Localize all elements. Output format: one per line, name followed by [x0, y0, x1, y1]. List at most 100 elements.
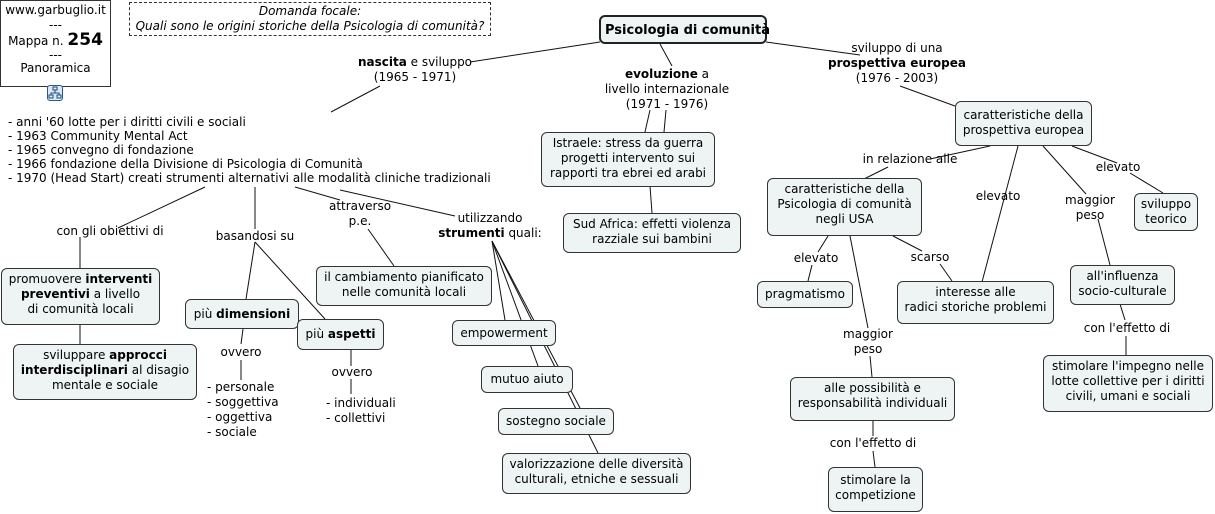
competizione-line: stimolare la — [840, 473, 911, 487]
label-con-effetto-europea: con l'effetto di — [1083, 321, 1171, 335]
dimensioni-bold: dimensioni — [216, 307, 291, 321]
separator: --- — [49, 18, 62, 32]
sudafrica-line: razziale sui bambini — [592, 232, 712, 246]
istraele-line: progetti intervento sui — [560, 151, 696, 165]
nascita-years: (1965 - 1971) — [373, 70, 457, 84]
dimensioni-pre: più — [193, 307, 217, 321]
node-cambiamento[interactable]: il cambiamento pianificato nelle comunit… — [316, 266, 492, 306]
maggior-text: maggior — [843, 327, 893, 341]
sviluppare-bold: approcci — [109, 348, 167, 362]
possibilita-line: alle possibilità e — [824, 381, 921, 395]
site-link[interactable]: www.garbuglio.it — [5, 3, 106, 17]
sostegno-label: sostegno sociale — [506, 414, 606, 428]
sviluppare-post: al disagio — [127, 363, 190, 377]
node-sviluppo-teorico[interactable]: sviluppo teorico — [1134, 193, 1198, 231]
aspetti-pre: più — [305, 327, 328, 341]
dimensioni-item: - soggettiva — [207, 395, 279, 409]
sviluppare-bold2: interdisciplinari — [20, 363, 128, 377]
aspetti-item: - collettivi — [326, 411, 386, 425]
map-number: Mappa n. 254 — [1, 30, 110, 50]
node-aspetti[interactable]: più aspetti — [297, 319, 384, 350]
node-caratteristiche-usa[interactable]: caratteristiche della Psicologia di comu… — [767, 178, 922, 236]
node-competizione[interactable]: stimolare la competizione — [828, 467, 923, 512]
evoluzione-line2: livello internazionale — [604, 82, 730, 96]
promuovere-pre: promuovere — [8, 272, 86, 286]
sviluppo-years: (1976 - 2003) — [855, 71, 939, 85]
sviluppo-teorico-line: sviluppo — [1140, 197, 1192, 211]
root-node[interactable]: Psicologia di comunità — [599, 15, 771, 44]
utilizzando-text: utilizzando — [457, 211, 523, 225]
sviluppo-bold: prospettiva europea — [828, 56, 966, 70]
istraele-line: rapporti tra ebrei ed arabi — [549, 166, 707, 180]
aspetti-item: - individuali — [326, 396, 396, 410]
focal-title: Domanda focale: — [258, 4, 362, 18]
label-nascita: nascita e sviluppo (1965 - 1971) — [340, 55, 490, 85]
focal-question-text: Quali sono le origini storiche della Psi… — [135, 19, 485, 33]
node-caratteristiche-europea[interactable]: caratteristiche della prospettiva europe… — [955, 101, 1092, 146]
node-mutuo-aiuto[interactable]: mutuo aiuto — [481, 366, 573, 393]
node-pragmatismo[interactable]: pragmatismo — [757, 281, 853, 308]
node-valorizzazione[interactable]: valorizzazione delle diversità culturali… — [502, 453, 691, 494]
valorizzazione-line: valorizzazione delle diversità — [509, 457, 684, 471]
car-usa-line: Psicologia di comunità — [777, 197, 912, 211]
maggior-text: maggior — [1065, 193, 1115, 207]
node-dimensioni[interactable]: più dimensioni — [185, 299, 299, 329]
promuovere-bold: interventi — [85, 272, 153, 286]
node-impegno[interactable]: stimolare l'impegno nelle lotte colletti… — [1043, 355, 1213, 412]
panoramica-link[interactable]: Panoramica — [20, 61, 91, 75]
label-maggior-peso-usa: maggior peso — [833, 327, 903, 357]
label-con-effetto-usa: con l'effetto di — [829, 436, 917, 450]
quali-text: quali: — [504, 226, 542, 240]
map-number-label: Mappa n. — [8, 34, 64, 48]
sviluppare-pre: sviluppare — [43, 348, 110, 362]
history-item: - anni '60 lotte per i diritti civili e … — [8, 115, 246, 129]
node-empowerment[interactable]: empowerment — [452, 320, 556, 346]
peso-text: peso — [1075, 208, 1105, 222]
interesse-line: interesse alle — [935, 285, 1016, 299]
label-in-relazione: in relazione alle — [862, 152, 958, 166]
label-con-obiettivi: con gli obiettivi di — [56, 224, 164, 238]
nascita-bold: nascita — [357, 55, 407, 69]
map-icon[interactable] — [47, 85, 63, 101]
interesse-line: radici storiche problemi — [904, 300, 1047, 314]
promuovere-post: a livello — [89, 287, 141, 301]
node-possibilita[interactable]: alle possibilità e responsabilità indivi… — [790, 377, 955, 421]
influenza-line: socio-culturale — [1078, 284, 1167, 298]
node-istraele[interactable]: Istraele: stress da guerra progetti inte… — [541, 132, 715, 187]
evoluzione-bold: evoluzione — [624, 67, 698, 81]
dimensioni-item: - sociale — [207, 425, 257, 439]
car-europea-line: caratteristiche della — [963, 108, 1084, 122]
impegno-line: stimolare l'impegno nelle — [1052, 359, 1204, 373]
peso-text: peso — [853, 342, 883, 356]
map-number-value: 254 — [67, 30, 103, 50]
root-label: Psicologia di comunità — [605, 23, 771, 38]
label-ovvero-dimensioni: ovvero — [220, 345, 262, 359]
strumenti-bold: strumenti — [438, 226, 505, 240]
node-sviluppare[interactable]: sviluppare approcci interdisciplinari al… — [13, 344, 197, 400]
car-usa-line: caratteristiche della — [784, 182, 905, 196]
evoluzione-years: (1971 - 1976) — [625, 97, 709, 111]
aspetti-bold: aspetti — [327, 327, 376, 341]
node-interesse[interactable]: interesse alle radici storiche problemi — [897, 281, 1054, 324]
evoluzione-rest: a — [697, 67, 710, 81]
history-item: - 1963 Community Mental Act — [8, 129, 188, 143]
cambiamento-line: il cambiamento pianificato — [324, 270, 484, 284]
label-elevato-destra: elevato — [1095, 160, 1141, 174]
focal-question: Domanda focale: Quali sono le origini st… — [129, 2, 491, 36]
node-influenza[interactable]: all'influenza socio-culturale — [1070, 265, 1175, 305]
sviluppo-teorico-line: teorico — [1145, 212, 1187, 226]
pe-text: p.e. — [348, 214, 372, 228]
node-sudafrica[interactable]: Sud Africa: effetti violenza razziale su… — [563, 213, 741, 253]
impegno-line: civili, umani e sociali — [1065, 389, 1191, 403]
label-elevato-usa: elevato — [793, 251, 839, 265]
label-ovvero-aspetti: ovvero — [331, 365, 373, 379]
istraele-line: Istraele: stress da guerra — [552, 136, 704, 150]
impegno-line: lotte collettive per i diritti — [1051, 374, 1205, 388]
label-attraverso: attraverso p.e. — [320, 199, 400, 229]
node-sostegno-sociale[interactable]: sostegno sociale — [498, 408, 614, 435]
nascita-rest: e sviluppo — [406, 55, 473, 69]
dimensioni-item: - personale — [207, 380, 275, 394]
history-item: - 1970 (Head Start) creati strumenti alt… — [8, 171, 491, 185]
dimensioni-list: - personale - soggettiva - oggettiva - s… — [207, 380, 279, 440]
node-promuovere[interactable]: promuovere interventi preventivi a livel… — [1, 268, 160, 325]
